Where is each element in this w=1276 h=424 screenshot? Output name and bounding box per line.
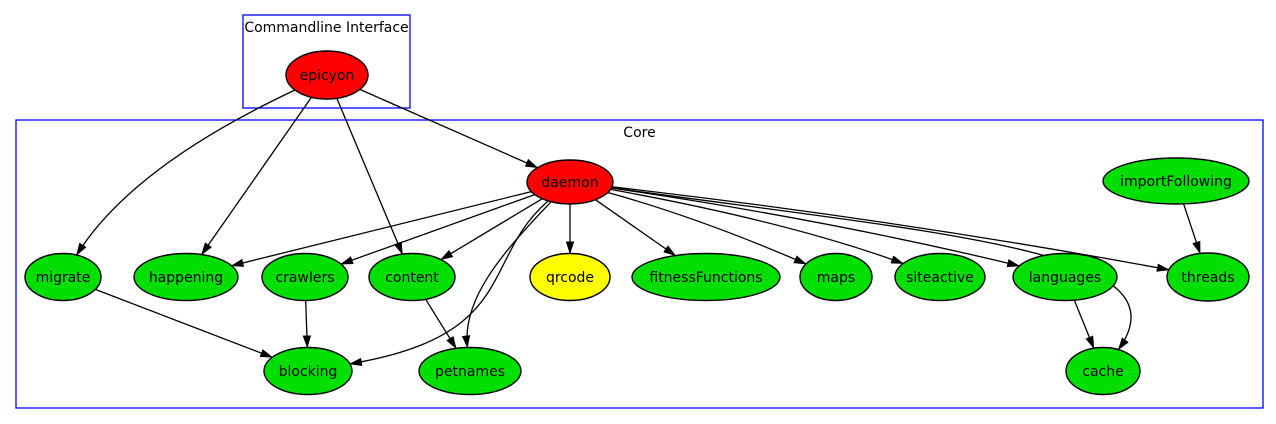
- graph-node-blocking-shape: [263, 346, 353, 396]
- graph-node-crawlers-shape: [261, 252, 349, 302]
- graph-node-content-shape: [368, 252, 456, 302]
- graph-node-cache: cache: [1065, 346, 1141, 396]
- edge-daemon-to-petnames: [461, 201, 552, 349]
- graph-node-qrcode: qrcode: [529, 252, 611, 302]
- graph-node-importFollowing-label: importFollowing: [1120, 174, 1232, 190]
- graph-node-blocking-label: blocking: [279, 364, 338, 380]
- edge-crawlers-to-blocking: [302, 300, 312, 349]
- cluster-core: Core: [15, 119, 1264, 409]
- edge-content-to-petnames: [425, 298, 457, 350]
- graph-node-epicyon-label: epicyon: [300, 68, 355, 84]
- graph-node-crawlers: crawlers: [261, 252, 349, 302]
- graph-node-siteactive-shape: [894, 252, 986, 302]
- cluster-cli-label: Commandline Interface: [244, 20, 408, 36]
- graph-node-epicyon: epicyon: [285, 50, 369, 100]
- edge-daemon-to-siteactive: [610, 188, 905, 265]
- graph-node-threads-shape: [1166, 252, 1250, 302]
- edge-epicyon-to-migrate: [76, 89, 296, 256]
- graph-node-migrate-shape: [24, 252, 102, 302]
- graph-node-daemon-label: daemon: [541, 175, 598, 191]
- graph-node-petnames: petnames: [418, 346, 522, 396]
- graph-node-fitnessFunctions-label: fitnessFunctions: [649, 270, 762, 286]
- edge-daemon-to-languages: [611, 187, 1021, 268]
- edge-daemon-to-happening: [230, 190, 532, 267]
- edge-epicyon-to-happening: [201, 96, 313, 256]
- graph-node-siteactive: siteactive: [894, 252, 986, 302]
- graph-node-migrate: migrate: [24, 252, 102, 302]
- edge-daemon-to-crawlers: [340, 193, 536, 265]
- edge-migrate-to-blocking: [95, 288, 274, 358]
- graph-node-happening-label: happening: [149, 270, 223, 286]
- graph-node-content-label: content: [385, 270, 439, 286]
- graph-node-happening: happening: [133, 252, 239, 302]
- graph-node-happening-shape: [133, 252, 239, 302]
- graph-node-importFollowing: importFollowing: [1102, 157, 1250, 205]
- cluster-cli: Commandline Interface: [242, 14, 411, 109]
- cluster-core-box: [15, 119, 1264, 409]
- graph-node-maps-label: maps: [817, 270, 855, 286]
- graph-node-languages-label: languages: [1029, 270, 1101, 286]
- graph-node-crawlers-label: crawlers: [275, 270, 334, 286]
- graph-node-cache-shape: [1065, 346, 1141, 396]
- graph-node-threads-label: threads: [1181, 270, 1234, 286]
- edge-importFollowing-to-threads: [1182, 203, 1201, 255]
- edge-daemon-to-blocking: [348, 200, 549, 367]
- graph-node-siteactive-label: siteactive: [906, 270, 974, 286]
- graph-node-qrcode-label: qrcode: [546, 270, 594, 286]
- graph-node-languages-shape: [1012, 252, 1118, 302]
- cluster-core-label: Core: [623, 125, 655, 141]
- graph-node-cache-label: cache: [1082, 364, 1123, 380]
- edge-daemon-to-cache: [611, 187, 1132, 351]
- graph-node-importFollowing-shape: [1102, 157, 1250, 205]
- edge-daemon-to-content: [440, 198, 543, 261]
- graph-node-blocking: blocking: [263, 346, 353, 396]
- graph-node-maps: maps: [799, 252, 873, 302]
- edge-daemon-to-fitnessFunctions: [595, 199, 677, 257]
- graph-node-content: content: [368, 252, 456, 302]
- graph-node-epicyon-shape: [285, 50, 369, 100]
- edge-daemon-to-maps: [607, 191, 807, 265]
- edge-languages-to-cache: [1073, 299, 1095, 350]
- edge-epicyon-to-daemon: [359, 88, 539, 169]
- graph-node-maps-shape: [799, 252, 873, 302]
- graph-node-petnames-label: petnames: [435, 364, 505, 380]
- graph-node-fitnessFunctions-shape: [631, 252, 781, 302]
- graph-node-qrcode-shape: [529, 252, 611, 302]
- cluster-cli-box: [242, 14, 411, 109]
- graph-node-petnames-shape: [418, 346, 522, 396]
- edge-daemon-to-threads: [611, 186, 1170, 272]
- graph-node-languages: languages: [1012, 252, 1118, 302]
- graph-node-threads: threads: [1166, 252, 1250, 302]
- edge-epicyon-to-content: [336, 98, 403, 256]
- graph-node-fitnessFunctions: fitnessFunctions: [631, 252, 781, 302]
- graph-node-migrate-label: migrate: [36, 270, 91, 286]
- graph-node-daemon-shape: [526, 159, 614, 205]
- graph-node-daemon: daemon: [526, 159, 614, 205]
